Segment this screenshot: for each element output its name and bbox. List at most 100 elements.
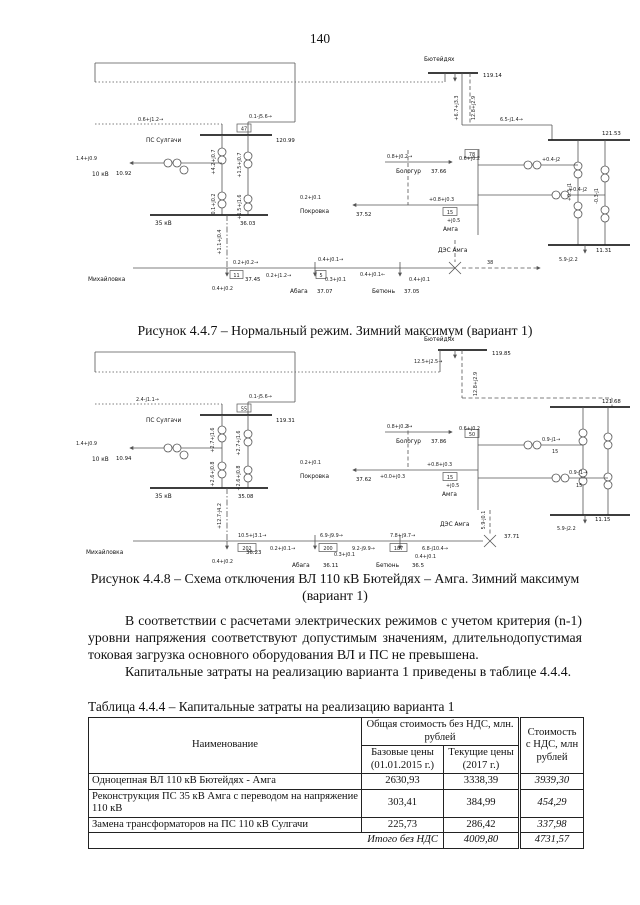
fig2-label-load10: 1.4+j0.9 bbox=[76, 441, 97, 447]
fig2-label-kv10: 10 кВ bbox=[92, 457, 109, 463]
fig1-label-f_tr2: +0.4-j2 bbox=[569, 187, 587, 193]
row-vat: 337,98 bbox=[518, 816, 584, 833]
fig1-label-des_amga: ДЭС Амга bbox=[438, 248, 468, 254]
col-header-vat: Стоимость с НДС, млн рублей bbox=[518, 717, 584, 774]
row-name: Одноцепная ВЛ 110 кВ Бютейдях - Амга bbox=[88, 773, 362, 790]
fig1-label-v_pokr: 37.52 bbox=[356, 212, 371, 218]
fig1-label-f_abaga_line: 0.4+j0.1→ bbox=[318, 257, 343, 263]
col-header-name: Наименование bbox=[88, 717, 362, 774]
total-label: Итого без НДС bbox=[88, 832, 444, 849]
fig2-label-t2: +2.7+j1.6 bbox=[236, 430, 242, 455]
fig1-label-f_in: 0.6+j1.2→ bbox=[138, 117, 163, 123]
fig2-label-f_amga2: +j0.5 bbox=[446, 483, 459, 489]
fig1-label-bologur: Бологур bbox=[396, 169, 421, 175]
fig2-label-v35: 35.08 bbox=[238, 494, 254, 500]
fig2-label-f_abaga: 0.3+j0.1 bbox=[334, 552, 355, 558]
total-vat: 4731,57 bbox=[518, 832, 584, 849]
fig2-label-des_amga: ДЭС Амга bbox=[440, 522, 470, 528]
fig2-label-f_feed6: 6.8-j10.4→ bbox=[422, 546, 448, 552]
fig2-label-n15b: 15 bbox=[552, 449, 558, 455]
fig1-label-n78: 78 bbox=[469, 152, 475, 158]
fig2-label-kv35: 35 кВ bbox=[155, 494, 172, 500]
fig1-label-f_pokr: 0.2+j0.1 bbox=[300, 195, 321, 201]
fig2-label-f_feed1: 10.5+j3.1→ bbox=[238, 533, 266, 539]
fig1-label-amga: Амга bbox=[443, 227, 458, 233]
table-caption: Таблица 4.4.4 – Капитальные затраты на р… bbox=[88, 699, 455, 714]
fig1-label-f_bolo: 0.6+j0.2 bbox=[459, 156, 480, 162]
table-total-row: Итого без НДС 4009,80 4731,57 bbox=[88, 832, 584, 849]
figure-4-4-7-caption: Рисунок 4.4.7 – Нормальный режим. Зимний… bbox=[137, 323, 533, 338]
row-base: 2630,93 bbox=[361, 773, 444, 790]
fig1-label-f_tr1: +0.4-j2 bbox=[542, 157, 560, 163]
fig2-label-v_gen: 11.15 bbox=[595, 517, 610, 523]
fig2-label-n55: 55 bbox=[241, 407, 247, 413]
fig1-label-f_sub2: -0.3-j1 bbox=[594, 188, 600, 204]
fig2-label-t4: +2.6+j0.8 bbox=[236, 465, 242, 490]
fig1-label-t2: +1.5+j0.7 bbox=[237, 152, 243, 177]
fig2-label-f_feed5: 7.8+j9.7→ bbox=[390, 533, 415, 539]
fig1-label-f_feed1: 0.2+j0.2→ bbox=[233, 260, 258, 266]
fig2-label-f_tr1: 0.9-j1→ bbox=[542, 437, 560, 443]
fig1-label-f_ring: 0.1-j5.6→ bbox=[249, 114, 272, 120]
fig1-label-f_feed2: 0.2+j1.2→ bbox=[266, 273, 291, 279]
table-row: Замена трансформаторов на ПС 110 кВ Сулг… bbox=[88, 816, 584, 833]
fig2-label-f_mikh: 0.4+j0.2 bbox=[212, 559, 233, 565]
fig1-label-f_sub1: +0.3-j1 bbox=[567, 183, 573, 201]
col-header-base: Базовые цены (01.01.2015 г.) bbox=[361, 745, 444, 774]
fig2-label-v_betyun: 36.5 bbox=[412, 563, 424, 569]
fig1-label-betyun: Бетюнь bbox=[372, 289, 396, 295]
fig1-label-v10: 10.92 bbox=[116, 171, 131, 177]
fig1-label-v_mikh: 37.45 bbox=[245, 277, 260, 283]
fig1-label-f_v35: +1.1+j0.4 bbox=[217, 229, 223, 254]
fig2-label-f_feed2: 0.2+j0.1→ bbox=[270, 546, 295, 552]
fig1-label-load10: 1.4+j0.9 bbox=[76, 156, 97, 162]
fig2-label-f_bolo_line: 0.8+j0.2→ bbox=[387, 424, 412, 430]
fig2-static-geometry bbox=[94, 349, 630, 552]
fig2-label-f_feed3: 6.9-j9.9→ bbox=[320, 533, 343, 539]
fig2-label-f_des: 5.9-j0.1 bbox=[481, 511, 487, 530]
fig1-label-v_sulg: 120.99 bbox=[276, 138, 295, 144]
fig2-label-f_feed4: 9.2-j9.9→ bbox=[352, 546, 375, 552]
fig2-label-n200: 200 bbox=[323, 546, 332, 552]
body-text: В соответствии с расчетами электрических… bbox=[88, 612, 582, 680]
fig2-label-f_in: 2.4-j1.1→ bbox=[136, 397, 159, 403]
fig2-label-n15c: 15 bbox=[576, 483, 582, 489]
fig2-label-f_byut_a: 12.5+j2.5→ bbox=[414, 359, 442, 365]
fig2-label-abaga: Абага bbox=[292, 563, 310, 569]
figure-4-4-8-caption: Рисунок 4.4.8 – Схема отключения ВЛ 110 … bbox=[90, 571, 580, 604]
paragraph-costs: Капитальные затраты на реализацию вариан… bbox=[125, 664, 572, 680]
row-current: 3338,39 bbox=[443, 773, 520, 790]
fig1-label-n38: 38 bbox=[487, 260, 493, 266]
fig2-label-mikhaylovka: Михайловка bbox=[86, 549, 124, 556]
fig1-label-f_abaga: 0.3+j0.1 bbox=[325, 277, 346, 283]
table-row: Реконструкция ПС 35 кВ Амга с переводом … bbox=[88, 788, 584, 818]
fig2-label-f_tr2: 0.9-j1→ bbox=[569, 470, 587, 476]
fig2-label-n202: 202 bbox=[242, 546, 251, 552]
fig1-label-f_amga2: +j0.5 bbox=[447, 218, 460, 224]
fig2-label-n15: 15 bbox=[447, 475, 453, 481]
fig1-label-v_gen: 11.31 bbox=[596, 248, 611, 254]
fig1-label-v_amga: 121.53 bbox=[602, 131, 621, 137]
fig1-label-f_mikh: 0.4+j0.2 bbox=[212, 286, 233, 292]
cost-table: Наименование Общая стоимость без НДС, мл… bbox=[88, 717, 584, 849]
fig1-label-kv35: 35 кВ bbox=[155, 221, 172, 227]
fig1-label-v35: 36.03 bbox=[240, 221, 255, 227]
fig1-label-f_betyun_line: 0.4+j0.1← bbox=[360, 272, 385, 278]
fig1-label-kv10: 10 кВ bbox=[92, 172, 109, 178]
fig2-label-f_ring: 0.1-j5.6→ bbox=[249, 394, 272, 400]
fig1-label-v_betyun: 37.05 bbox=[404, 289, 419, 295]
fig2-label-bologur: Бологур bbox=[396, 439, 421, 445]
fig1-label-n15: 15 bbox=[447, 210, 453, 216]
fig1-label-ps_sulgachi: ПС Сулгачи bbox=[146, 138, 181, 144]
fig1-label-t3: 0.1+j0.2 bbox=[211, 193, 217, 214]
row-name: Замена трансформаторов на ПС 110 кВ Сулг… bbox=[88, 816, 362, 833]
fig2-label-v_mikh: 36.23 bbox=[246, 550, 261, 556]
fig2-label-v_amga: 121.68 bbox=[602, 399, 621, 405]
fig1-static-geometry bbox=[94, 62, 630, 279]
fig2-label-t3: +2.6+j0.8 bbox=[210, 461, 216, 486]
row-vat: 454,29 bbox=[518, 788, 584, 818]
fig2-label-n50: 50 bbox=[469, 432, 475, 438]
fig1-label-f_byut_a: +6.7+j3.3 bbox=[454, 95, 460, 120]
